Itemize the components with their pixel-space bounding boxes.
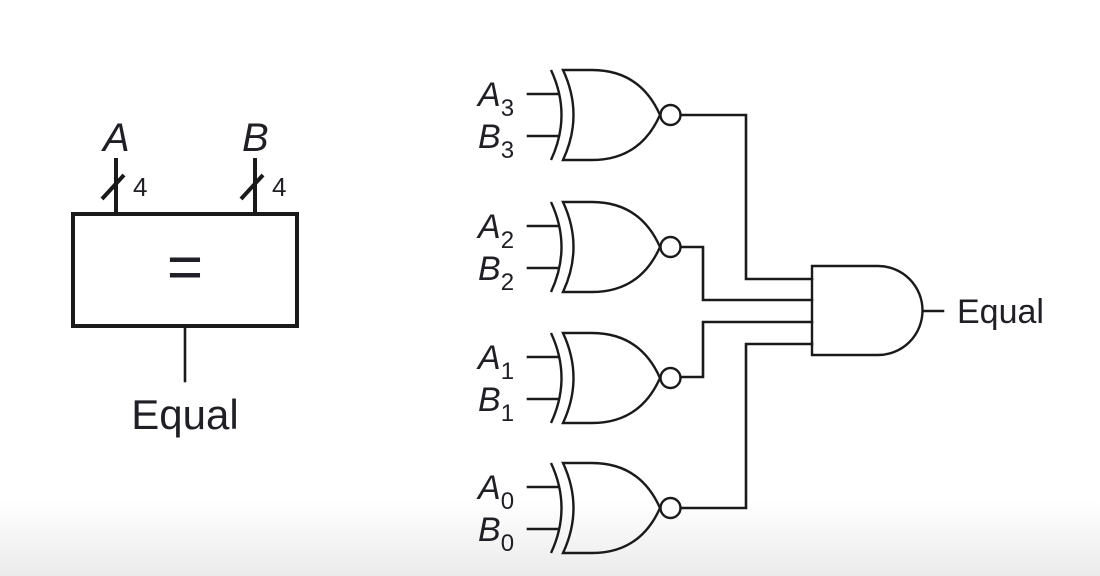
subscript: 3 — [501, 95, 514, 122]
xnor-input-a-label: A3 — [476, 76, 514, 122]
and-gate: Equal — [810, 264, 1044, 357]
xnor-body — [561, 68, 662, 162]
xnor-input-a-label: A0 — [476, 469, 514, 515]
wire-xnor2-to-and — [679, 245, 814, 302]
xnor-input-a-label: A2 — [476, 208, 514, 254]
subscript: 0 — [501, 488, 514, 515]
xnor-back-curve — [549, 462, 563, 554]
input-b-label: B — [242, 116, 269, 160]
subscript: 2 — [501, 227, 514, 254]
inversion-bubble — [659, 366, 682, 390]
xnor-input-b-label: B3 — [478, 118, 514, 164]
xnor-back-curve — [549, 332, 563, 424]
xnor-back-curve — [549, 201, 563, 293]
subscript: 1 — [501, 358, 514, 385]
xnor-back-curve — [549, 69, 563, 161]
bus-a-slash — [100, 173, 126, 201]
wire-xnor3-to-and — [679, 113, 814, 281]
input-a-label: A — [101, 116, 130, 160]
bus-b-width: 4 — [272, 172, 286, 202]
equals-operator: = — [167, 233, 203, 302]
subscript: 0 — [501, 530, 514, 557]
gate-output-label: Equal — [957, 293, 1044, 331]
and-gate-body — [810, 264, 924, 357]
interconnect-wires — [679, 113, 814, 510]
xnor-body — [561, 461, 662, 555]
xnor-body — [561, 331, 662, 425]
xnor-input-b-label: B0 — [478, 511, 514, 557]
equality-comparator-symbol: A B 4 4 = Equal — [71, 116, 299, 438]
bus-a-width: 4 — [133, 172, 147, 202]
xnor-input-b-label: B1 — [478, 381, 514, 427]
inversion-bubble — [659, 103, 682, 127]
inversion-bubble — [659, 235, 682, 259]
wire-xnor0-to-and — [679, 342, 814, 510]
xnor-body — [561, 200, 662, 294]
xnor-input-b-label: B2 — [478, 250, 514, 296]
inversion-bubble — [659, 496, 682, 520]
bus-b-slash — [239, 173, 265, 201]
subscript: 3 — [501, 137, 514, 164]
subscript: 1 — [501, 400, 514, 427]
symbol-output-label: Equal — [131, 391, 238, 438]
wire-xnor1-to-and — [679, 320, 814, 379]
xnor-input-a-label: A1 — [476, 339, 514, 385]
subscript: 2 — [501, 269, 514, 296]
